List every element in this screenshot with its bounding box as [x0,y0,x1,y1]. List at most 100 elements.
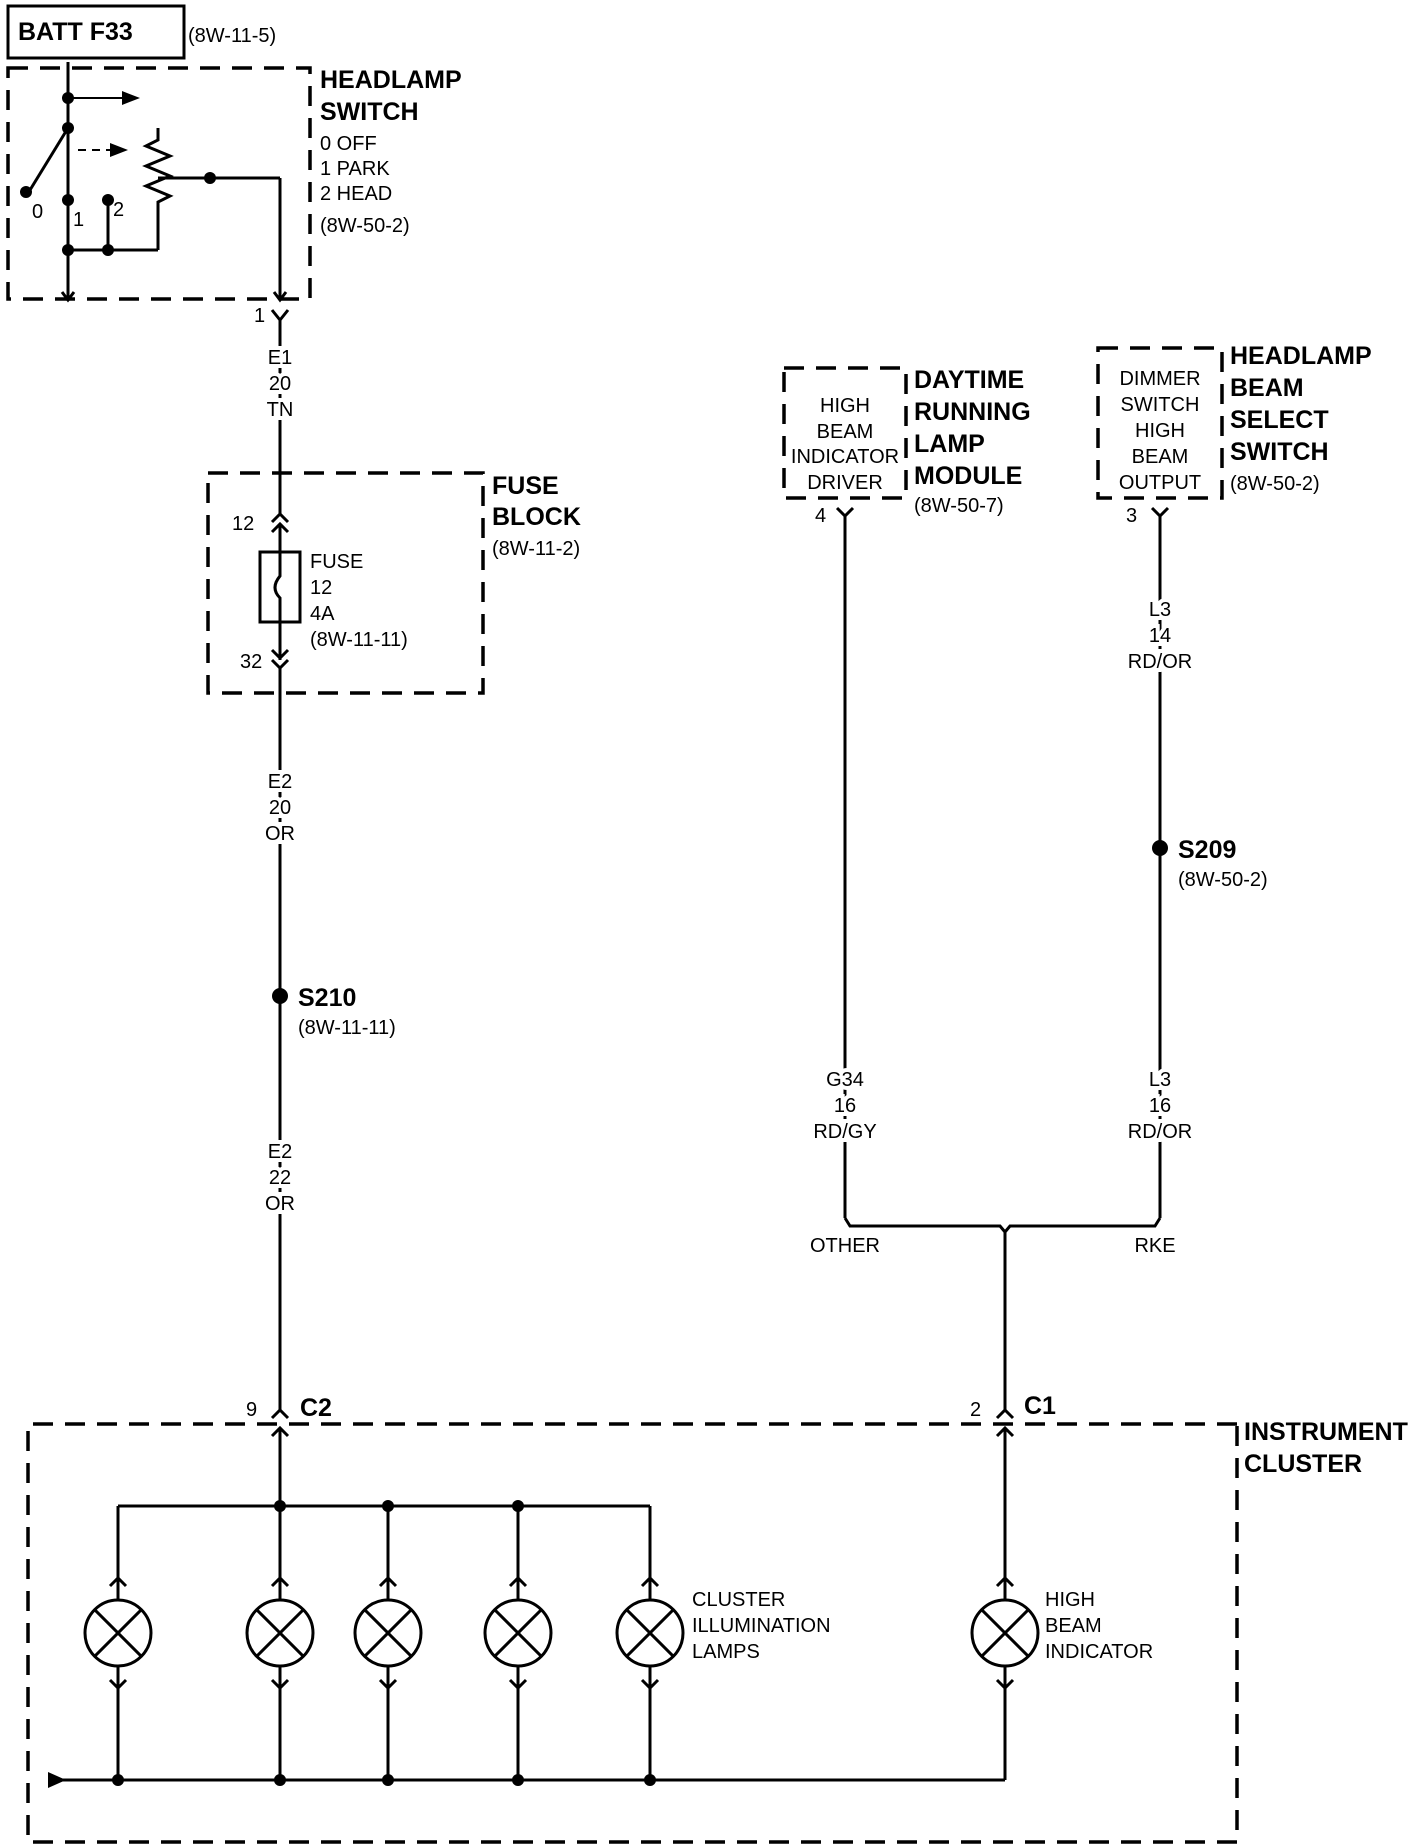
high-beam-indicator-lamp [970,1575,1040,1691]
wire-e2-b-gauge: 22 [269,1167,291,1189]
wire-l3-b-color: RD/OR [1128,1121,1192,1143]
headlamp-switch-term-1: 1 [73,209,84,231]
drl-inner-3: INDICATOR [791,446,899,468]
hbi-label-3: INDICATOR [1045,1641,1153,1663]
headlamp-switch-contacts [20,92,216,256]
fuse-label-1: FUSE [310,551,363,573]
ground-arrow [48,1772,66,1788]
wire-l3-a-color: RD/OR [1128,651,1192,673]
splice-s209-ref: (8W-50-2) [1178,869,1268,891]
fuse-block-ref: (8W-11-2) [492,538,580,560]
wire-l3-b-circuit: L3 [1149,1069,1171,1091]
splice-s209-label: S209 [1178,836,1236,864]
option-merge [843,1217,1162,1410]
wire-l3-a-circuit: L3 [1149,599,1171,621]
wire-e2-a-gauge: 20 [269,797,291,819]
drl-inner-4: DRIVER [807,472,883,494]
wire-g34-circuit: G34 [826,1069,864,1091]
connector-c1-pin: 2 [970,1399,981,1421]
beam-select-title-2: BEAM [1230,374,1304,402]
connector-c2-label: C2 [300,1394,332,1422]
connector-c1-label: C1 [1024,1392,1056,1420]
fuse-block-box [206,471,485,695]
drl-pin: 4 [815,505,826,527]
beam-select-inner-1: DIMMER [1119,368,1200,390]
headlamp-switch-connector [270,309,290,323]
cluster-lamp-2 [245,1506,315,1780]
wire-l3-a-gauge: 14 [1149,625,1171,647]
fuse-element [273,552,282,622]
cluster-lamp-3 [353,1506,423,1780]
wire-e2-b-color: OR [265,1193,295,1215]
beam-select-connector [1150,506,1170,519]
beam-select-ref: (8W-50-2) [1230,473,1320,495]
splice-s210-label: S210 [298,984,356,1012]
connector-c2 [270,1407,290,1420]
beam-select-inner-5: OUTPUT [1119,472,1201,494]
beam-select-title-3: SELECT [1230,406,1329,434]
beam-select-box [1096,346,1224,500]
drl-title-4: MODULE [914,462,1022,490]
headlamp-switch-pos-0: 0 OFF [320,133,377,155]
headlamp-switch-term-0: 0 [32,201,43,223]
batt-label: BATT F33 [18,18,133,46]
cluster-inner-connectors [270,1425,1015,1438]
drl-inner-1: HIGH [820,395,870,417]
fuse-label-3: 4A [310,603,335,625]
wire-e2-b-circuit: E2 [268,1141,292,1163]
cluster-illum-label-2: ILLUMINATION [692,1615,831,1637]
cluster-illum-label-3: LAMPS [692,1641,760,1663]
wire-e2-a-circuit: E2 [268,771,292,793]
cluster-lamp-4 [483,1506,553,1780]
wire-g34-color: RD/GY [813,1121,876,1143]
drl-title-3: LAMP [914,430,985,458]
headlamp-switch-box [6,66,312,301]
headlamp-switch-pos-1: 1 PARK [320,158,390,180]
headlamp-switch-term-2: 2 [113,199,124,221]
headlamp-switch-pos-2: 2 HEAD [320,183,392,205]
hbi-label-2: BEAM [1045,1615,1102,1637]
splice-s210-ref: (8W-11-11) [298,1017,396,1039]
beam-select-title-4: SWITCH [1230,438,1329,466]
cluster-lamp-5 [615,1506,685,1780]
fuse-block-pin-out: 32 [240,651,262,673]
instrument-cluster-box [26,1422,1239,1844]
wire-e1-gauge: 20 [269,373,291,395]
cluster-illum-label-1: CLUSTER [692,1589,785,1611]
wire-e1-color: TN [267,399,294,421]
beam-select-inner-2: SWITCH [1121,394,1200,416]
headlamp-switch-title-1: HEADLAMP [320,66,462,94]
batt-box [6,4,186,60]
wire-g34-gauge: 16 [834,1095,856,1117]
drl-ref: (8W-50-7) [914,495,1004,517]
wire-l3-b-gauge: 16 [1149,1095,1171,1117]
cluster-lamp-1 [83,1506,153,1780]
fuse-label-2: 12 [310,577,332,599]
cluster-title-1: INSTRUMENT [1244,1418,1408,1446]
connector-c2-pin: 9 [246,1399,257,1421]
drl-title-2: RUNNING [914,398,1031,426]
headlamp-switch-mechanism [28,62,288,303]
fuse-block-pin-in: 12 [232,513,254,535]
lamps-group [83,1506,1040,1780]
beam-select-title-1: HEADLAMP [1230,342,1372,370]
beam-select-inner-3: HIGH [1135,420,1185,442]
wire-e1-circuit: E1 [268,347,292,369]
option-rke: RKE [1134,1235,1175,1257]
fuse-block-title-1: FUSE [492,472,559,500]
cluster-title-2: CLUSTER [1244,1450,1362,1478]
headlamp-switch-ref: (8W-50-2) [320,215,410,237]
batt-ref: (8W-11-5) [188,25,276,47]
beam-select-inner-4: BEAM [1132,446,1189,468]
wire-e2-a-color: OR [265,823,295,845]
splice-s209-dot [1152,840,1168,856]
headlamp-switch-pin: 1 [254,305,265,327]
drl-connector [835,506,855,519]
option-other: OTHER [810,1235,880,1257]
connector-c1 [995,1407,1015,1420]
drl-title-1: DAYTIME [914,366,1024,394]
headlamp-switch-title-2: SWITCH [320,98,419,126]
fuse-ref: (8W-11-11) [310,629,408,651]
beam-select-pin: 3 [1126,505,1137,527]
